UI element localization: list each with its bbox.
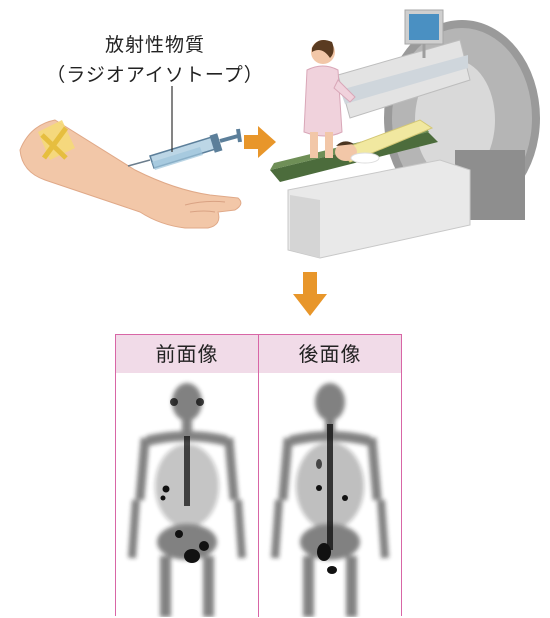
arrow-down-icon [293,272,327,316]
label-line-2: （ラジオアイソトープ） [30,60,280,90]
scanner-illustration [270,10,540,258]
front-view-header: 前面像 [116,335,259,373]
syringe-icon [128,129,240,170]
label-line-1: 放射性物質 [30,30,280,60]
bone-scan-panel: 前面像 後面像 [115,334,402,616]
back-view-header: 後面像 [259,335,401,373]
front-view-scan-image [116,374,258,617]
radioisotope-label: 放射性物質 （ラジオアイソトープ） [30,30,280,90]
arrow-right-icon [244,126,276,158]
back-view-scan-image [259,374,401,617]
